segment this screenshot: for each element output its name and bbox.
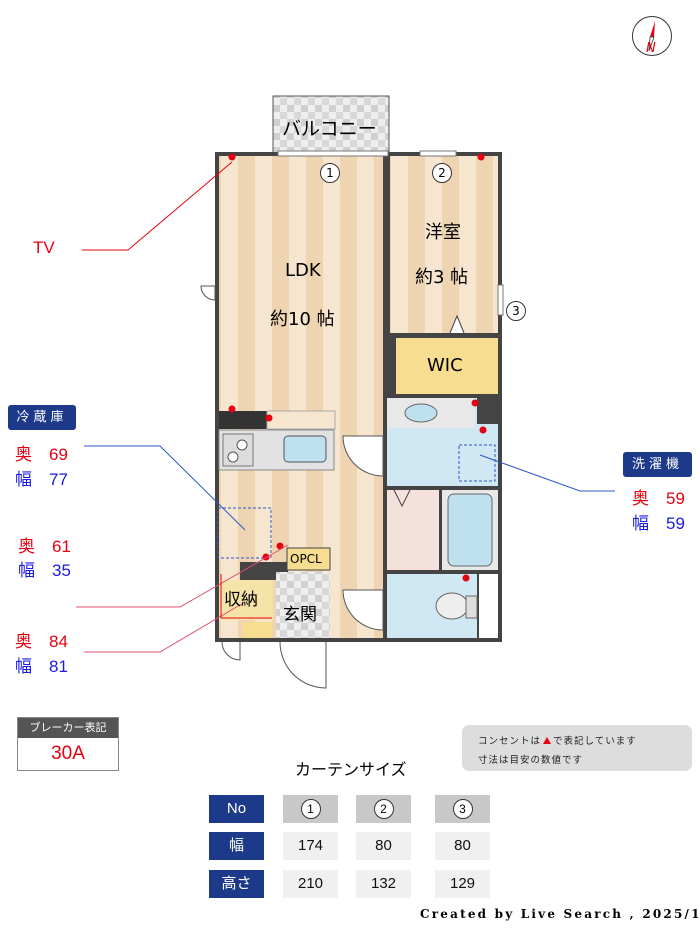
fridge-tag: 冷蔵庫 <box>8 405 76 430</box>
bathtub <box>447 493 493 567</box>
entrance-room <box>276 572 330 638</box>
opcl <box>286 547 331 571</box>
fridge-width-label: 幅 <box>15 470 32 489</box>
curtain-width-3: 80 <box>435 832 490 860</box>
outlet-icon <box>543 737 552 744</box>
note-outlet-text-2: で表記しています <box>553 736 637 747</box>
fridge-depth: 69 <box>49 445 68 464</box>
western-room <box>390 156 498 333</box>
curtain-no-2: 2 <box>373 799 394 819</box>
curtain-no-3: 3 <box>452 799 473 819</box>
breaker-label: ブレーカー表記 <box>18 718 118 738</box>
note-outlet-text: コンセントは <box>478 736 542 747</box>
header-height: 高さ <box>209 870 264 898</box>
breaker-value: 30A <box>51 743 85 764</box>
curtain-height-2: 132 <box>356 870 411 898</box>
washer-space <box>458 444 496 482</box>
wic-room <box>396 338 498 394</box>
curtain-width-2: 80 <box>356 832 411 860</box>
credit-text: Created by Live Search , 2025/10 <box>420 907 700 921</box>
storage-label: 収納 <box>224 590 258 610</box>
wic-label: WIC <box>427 355 463 376</box>
curtain-width-1: 174 <box>283 832 338 860</box>
closet <box>387 490 439 570</box>
balcony <box>272 95 390 155</box>
washer-tag: 洗濯機 <box>623 452 692 477</box>
notes-box: コンセントはで表記しています 寸法は目安の数値です <box>462 725 692 771</box>
curtain-no-1: 1 <box>300 799 321 819</box>
storage-width: 81 <box>49 657 68 676</box>
washer-depth: 59 <box>666 489 685 508</box>
window-3-marker: 3 <box>506 301 526 321</box>
curtain-title: カーテンサイズ <box>295 760 407 779</box>
western-room-label: 洋室 <box>425 222 461 243</box>
note-dimensions: 寸法は目安の数値です <box>478 755 584 766</box>
floor-plan-drawing <box>76 95 615 689</box>
curtain-height-3: 129 <box>435 870 490 898</box>
washer-width: 59 <box>666 514 685 533</box>
storage-depth-label: 奥 <box>15 632 32 651</box>
storage-depth: 84 <box>49 632 68 651</box>
breaker-box: ブレーカー表記 30A <box>17 717 119 771</box>
opcl-depth: 61 <box>52 537 71 556</box>
header-width: 幅 <box>209 832 264 860</box>
header-no: No <box>209 795 264 823</box>
fridge-width: 77 <box>49 470 68 489</box>
ldk-label: LDK <box>285 260 321 281</box>
western-room-size: 約3 帖 <box>415 267 469 288</box>
balcony-label: バルコニー <box>282 118 377 140</box>
tv-label: TV <box>33 238 55 257</box>
washer-depth-label: 奥 <box>632 489 649 508</box>
opcl-width-label: 幅 <box>18 561 35 580</box>
compass-north-label: N <box>646 41 656 56</box>
window-2-marker: 2 <box>432 163 452 183</box>
washer-width-label: 幅 <box>632 514 649 533</box>
storage-room <box>219 580 273 620</box>
compass-icon: N <box>632 16 672 56</box>
storage-width-label: 幅 <box>15 657 32 676</box>
outlet-markers <box>228 153 487 582</box>
window-1-marker: 1 <box>320 163 340 183</box>
opcl-width: 35 <box>52 561 71 580</box>
ldk-size: 約10 帖 <box>270 309 335 330</box>
curtain-height-1: 210 <box>283 870 338 898</box>
opcl-depth-label: 奥 <box>18 537 35 556</box>
opcl-label: OPCL <box>290 552 322 566</box>
fridge-depth-label: 奥 <box>15 445 32 464</box>
entrance-label: 玄関 <box>283 605 317 625</box>
